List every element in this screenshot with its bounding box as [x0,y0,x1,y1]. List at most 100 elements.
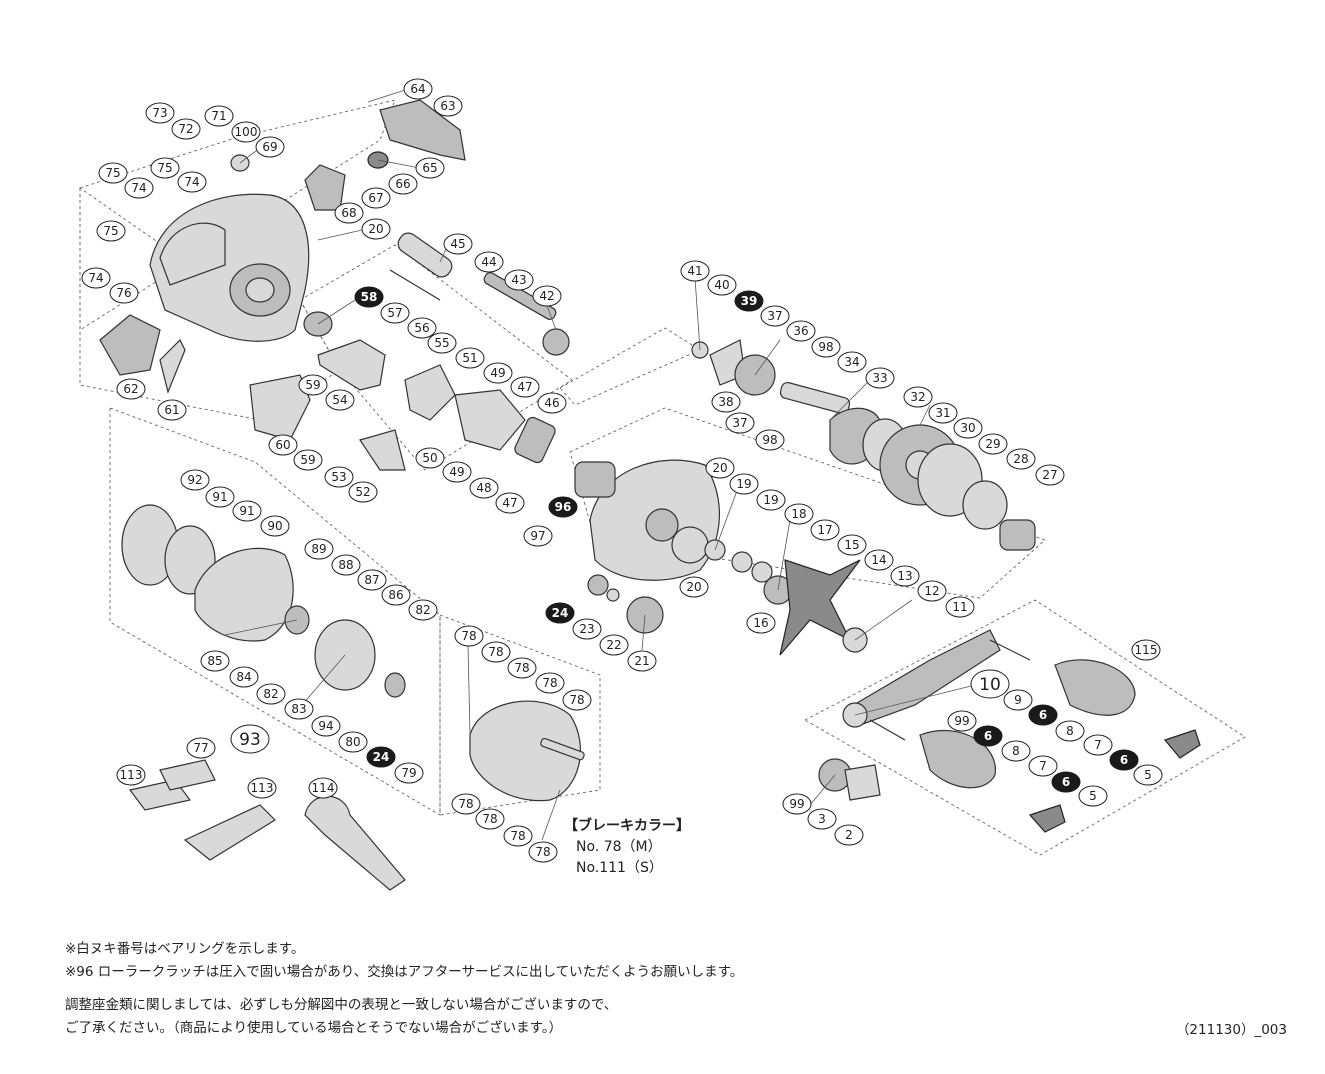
callout-number: 86 [388,588,403,602]
callout-ring [475,808,505,830]
callout-ring [503,825,533,847]
callout-ring [124,177,154,199]
callout-ring [947,710,977,732]
callout-ring [599,634,629,656]
part-callout-13: 13 [890,565,920,587]
part-callout-24-bearing: 24 [545,602,575,624]
part-callout-16: 16 [746,612,776,634]
callout-number: 43 [511,273,526,287]
part-callout-83: 83 [284,698,314,720]
part-callout-8: 8 [1001,740,1031,762]
callout-ring [150,157,180,179]
callout-ring [361,187,391,209]
callout-ring [268,434,298,456]
callout-number: 8 [1012,744,1020,758]
callout-number: 24 [552,606,569,620]
callout-number: 18 [791,507,806,521]
part-callout-77: 77 [186,737,216,759]
part-callout-96-bearing: 96 [548,496,578,518]
callout-ring [1078,785,1108,807]
part-callout-6-bearing: 6 [973,725,1003,747]
part-callout-78: 78 [475,808,505,830]
brake-collar-note: 【ブレーキカラー】 No. 78（M） No.111（S） [564,816,690,879]
part-callout-75: 75 [96,220,126,242]
callout-ring [707,274,737,296]
part-callout-46: 46 [537,392,567,414]
callout-ring [953,417,983,439]
callout-ring [442,461,472,483]
callout-number: 16 [753,616,768,630]
callout-number: 39 [741,294,758,308]
callout-ring [338,731,368,753]
callout-number: 17 [817,523,832,537]
callout-ring [109,282,139,304]
part-callout-92: 92 [180,469,210,491]
callout-ring [834,824,864,846]
part-callout-47: 47 [495,492,525,514]
callout-ring [1035,464,1065,486]
callout-ring [408,599,438,621]
callout-ring [247,777,277,799]
callout-ring [298,374,328,396]
callout-number: 62 [123,382,138,396]
callout-number: 64 [410,82,425,96]
callout-number: 59 [305,378,320,392]
part-callout-71: 71 [204,105,234,127]
callout-number: 51 [462,351,477,365]
callout-ring [311,715,341,737]
callout-ring [837,351,867,373]
brake-collar-line-m: No. 78（M） [576,839,662,855]
callout-number: 37 [732,416,747,430]
part-callout-49: 49 [442,461,472,483]
part-callout-84: 84 [229,666,259,688]
callout-number: 27 [1042,468,1057,482]
part-callout-113: 113 [247,777,277,799]
callout-ring [760,305,790,327]
callout-number: 85 [207,654,222,668]
part-callout-78: 78 [535,672,565,694]
callout-ring [354,286,384,308]
part-callout-90: 90 [260,515,290,537]
callout-number: 53 [331,470,346,484]
part-callout-62: 62 [116,378,146,400]
callout-number: 99 [954,714,969,728]
callout-ring [366,746,396,768]
callout-ring [746,612,776,634]
callout-number: 7 [1094,738,1102,752]
callout-number: 52 [355,485,370,499]
part-callout-59: 59 [293,449,323,471]
callout-ring [325,389,355,411]
part-callout-91: 91 [205,486,235,508]
part-callout-15: 15 [837,534,867,556]
callout-number: 29 [985,437,1000,451]
callout-ring [381,584,411,606]
callout-number: 89 [311,542,326,556]
callout-number: 33 [872,371,887,385]
callout-number: 80 [345,735,360,749]
part-callout-78: 78 [562,689,592,711]
callout-number: 77 [193,741,208,755]
callout-number: 88 [338,558,353,572]
callout-ring [532,285,562,307]
callout-ring [1083,734,1113,756]
callout-number: 78 [514,661,529,675]
callout-ring [334,202,364,224]
part-callout-91: 91 [232,500,262,522]
callout-ring [528,841,558,863]
callout-number: 78 [482,812,497,826]
callout-ring [811,336,841,358]
part-callout-29: 29 [978,433,1008,455]
part-callout-10: 10 [970,669,1010,699]
part-callout-78: 78 [503,825,533,847]
callout-number: 32 [910,390,925,404]
callout-ring [348,481,378,503]
part-callout-6-bearing: 6 [1051,771,1081,793]
callout-number: 78 [569,693,584,707]
callout-ring [1003,689,1033,711]
callout-number: 9 [1014,693,1022,707]
callout-ring [562,689,592,711]
callout-ring [81,267,111,289]
part-callout-39-bearing: 39 [734,290,764,312]
callout-ring [711,391,741,413]
callout-number: 6 [1120,753,1128,767]
